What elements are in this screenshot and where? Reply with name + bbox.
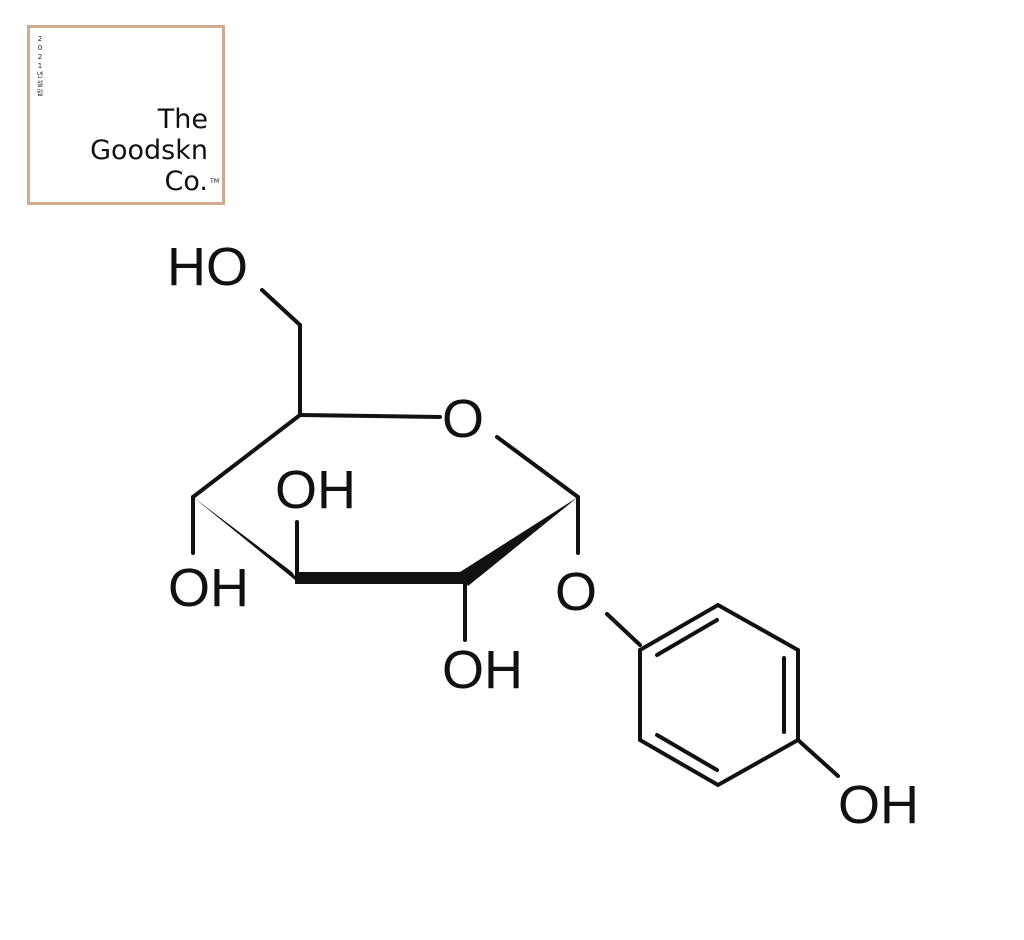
label-oh-c3: OH xyxy=(275,460,356,520)
bond-ring-o-c1 xyxy=(495,435,580,499)
label-phenol-oh: OH xyxy=(838,775,919,835)
logo-founded-text: 2021년 설립 xyxy=(36,35,44,97)
label-oh-c2: OH xyxy=(442,640,523,700)
bond-o-phenyl xyxy=(605,612,642,647)
wedge-bond-c2-c1 xyxy=(460,497,578,586)
benzene-double-bond-3 xyxy=(655,733,719,772)
wedge-bond-c4-c3 xyxy=(193,497,300,584)
label-oh-c4: OH xyxy=(168,558,249,618)
label-ring-oxygen: O xyxy=(442,389,484,449)
bond-c5-ring-o xyxy=(298,413,442,419)
logo-line-3: Co. xyxy=(164,166,208,197)
benzene-ring xyxy=(638,602,800,788)
logo-trademark: TM xyxy=(210,178,219,185)
label-glycosidic-oxygen: O xyxy=(555,562,597,622)
bond-c5-c4 xyxy=(191,413,302,499)
bond-phenyl-oh xyxy=(796,738,840,778)
bond-ch2oh-o xyxy=(260,288,302,327)
logo-line-1: The xyxy=(157,104,208,135)
logo-line-2: Goodskn xyxy=(90,135,208,166)
logo-wordmark: The Goodskn Co. xyxy=(90,104,208,197)
label-ho-top: HO xyxy=(167,237,248,297)
benzene-double-bond-1 xyxy=(655,618,719,657)
bold-bond-c3-c2 xyxy=(295,572,467,584)
brand-logo: 2021년 설립 The Goodskn Co. TM xyxy=(27,25,225,205)
